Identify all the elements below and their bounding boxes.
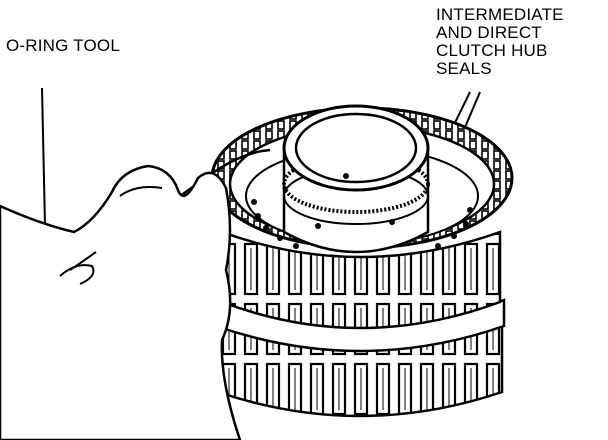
thumb-line (119, 186, 163, 197)
upper-drum-body (220, 230, 502, 330)
hub-oil-hole (343, 173, 349, 179)
oring-tool-label: O-RING TOOL (6, 37, 120, 55)
drum-holes (251, 199, 473, 249)
clutch-drum (210, 104, 514, 418)
hub-top-inner (294, 112, 418, 184)
fingertip (59, 264, 95, 285)
seals-label-line-1: INTERMEDIATE (436, 5, 564, 24)
oring-tool-shaft (49, 148, 271, 290)
oring-tool-label-text: O-RING TOOL (6, 36, 120, 55)
hand-outline (0, 164, 242, 440)
hand (0, 164, 242, 440)
seals-label-line-4: SEALS (436, 59, 492, 78)
seals-label-line-2: AND DIRECT (436, 23, 542, 42)
seals-label-line-3: CLUTCH HUB (436, 41, 548, 60)
seals-label: INTERMEDIATE AND DIRECT CLUTCH HUB SEALS (436, 6, 564, 78)
hub-seal-groove (282, 154, 430, 214)
